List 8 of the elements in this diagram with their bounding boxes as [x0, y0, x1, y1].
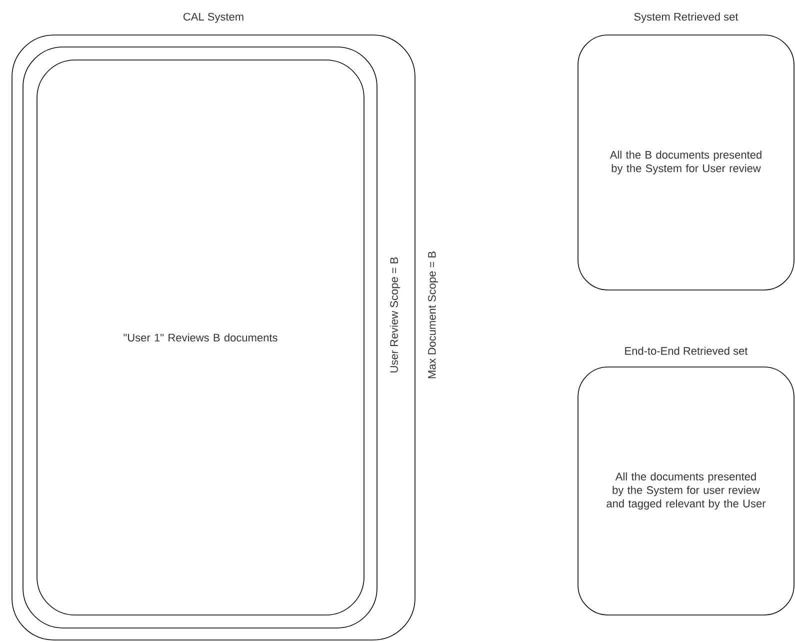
rounded-box: "User 1" Reviews B documents	[36, 60, 364, 616]
heading: System Retrieved set	[634, 12, 738, 23]
vertical-label: User Review Scope = B	[390, 257, 400, 372]
heading: End-to-End Retrieved set	[625, 346, 748, 355]
rounded-box: All the B documents presented by the System for User review	[578, 34, 794, 290]
heading: CAL System	[184, 12, 244, 23]
rounded-box: All the documents presented by the System for user review and tagged relevant by the User	[578, 366, 794, 616]
vertical-label: Max Document Scope = B	[428, 252, 438, 378]
